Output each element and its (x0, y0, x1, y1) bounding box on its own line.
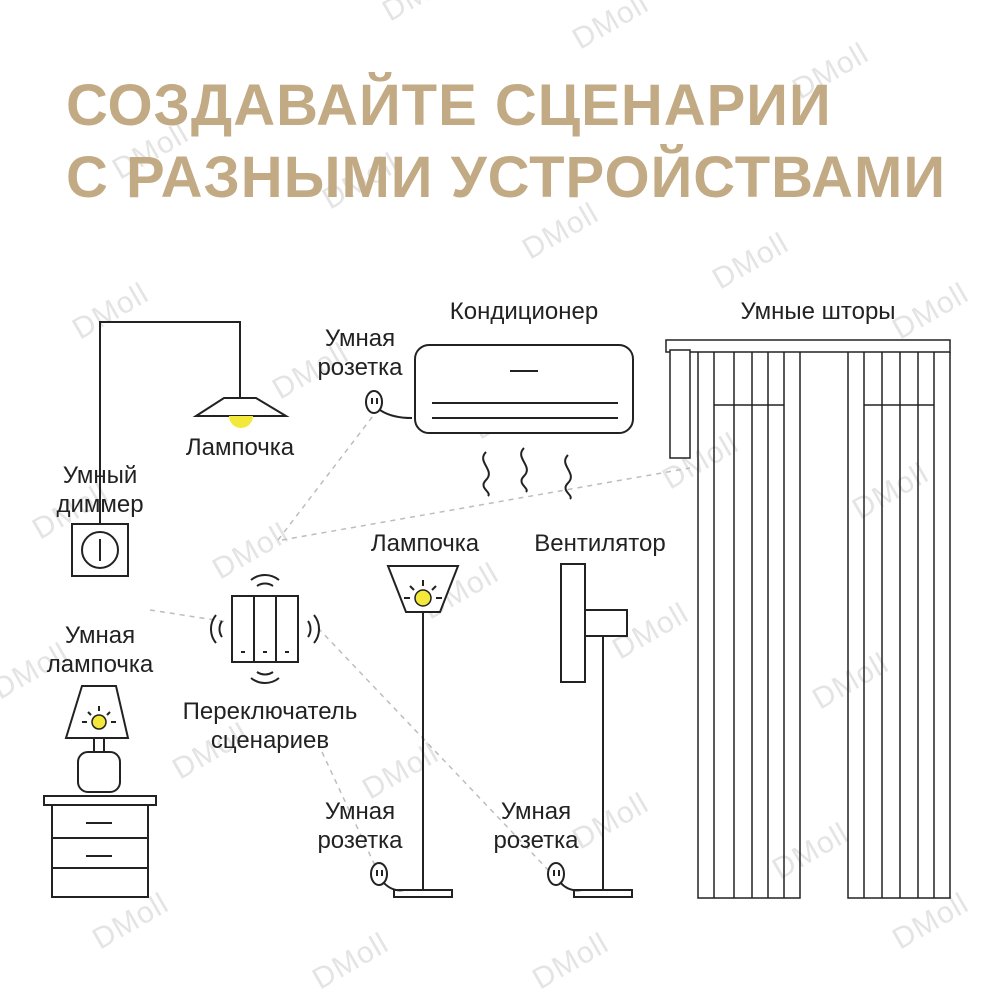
watermark: DMoll (847, 457, 934, 526)
air-conditioner-icon (415, 345, 633, 499)
smart-bulb-label-line-2: лампочка (20, 650, 180, 679)
dimmer-label-line-2: диммер (30, 490, 170, 519)
watermark: DMoll (527, 927, 614, 996)
dimmer-label: Умный диммер (30, 461, 170, 519)
ac-socket-icon (366, 391, 412, 418)
air-conditioner-label: Кондиционер (414, 297, 634, 326)
fan-socket-label-line-2: розетка (466, 826, 606, 855)
floor-lamp-socket-label: Умная розетка (290, 797, 430, 855)
scene-switch-label-line-2: сценариев (160, 726, 380, 755)
fan-socket-label: Умная розетка (466, 797, 606, 855)
floor-lamp-bulb-icon (415, 590, 431, 606)
watermark: DMoll (207, 517, 294, 586)
watermark: DMoll (567, 0, 654, 56)
bedside-bulb-icon (92, 715, 106, 729)
smart-bulb-label: Умная лампочка (20, 621, 180, 679)
watermark: DMoll (307, 927, 394, 996)
floor-lamp-socket-icon (371, 863, 404, 890)
scene-switch-label-line-1: Переключатель (160, 697, 380, 726)
smart-bulb-label-line-1: Умная (20, 621, 180, 650)
fan-socket-icon (548, 863, 582, 890)
watermark: DMoll (807, 647, 894, 716)
fan-label: Вентилятор (515, 529, 685, 558)
scene-switch-icon (211, 575, 319, 683)
pendant-lamp-label: Лампочка (160, 433, 320, 462)
watermark: DMoll (377, 0, 464, 28)
watermark: DMoll (707, 227, 794, 296)
title-line-1: СОЗДАВАЙТЕ СЦЕНАРИИ (66, 70, 946, 142)
fan-socket-label-line-1: Умная (466, 797, 606, 826)
connector-ac-socket (278, 412, 376, 540)
watermark: DMoll (767, 817, 854, 886)
page-title: СОЗДАВАЙТЕ СЦЕНАРИИ С РАЗНЫМИ УСТРОЙСТВА… (66, 70, 946, 214)
floor-lamp-label: Лампочка (345, 529, 505, 558)
watermark: DMoll (67, 277, 154, 346)
curtains-icon (666, 340, 950, 898)
scene-switch-label: Переключатель сценариев (160, 697, 380, 755)
bedside-lamp-icon (66, 686, 128, 792)
curtains-label: Умные шторы (700, 297, 936, 326)
title-line-2: С РАЗНЫМИ УСТРОЙСТВАМИ (66, 142, 946, 214)
floor-lamp-socket-label-line-1: Умная (290, 797, 430, 826)
dimmer-label-line-1: Умный (30, 461, 170, 490)
dimmer-icon (72, 524, 128, 576)
ac-socket-label-line-2: розетка (290, 353, 430, 382)
ac-socket-label-line-1: Умная (290, 324, 430, 353)
pendant-bulb-icon (229, 416, 253, 428)
nightstand-icon (44, 796, 156, 897)
ac-socket-label: Умная розетка (290, 324, 430, 382)
floor-lamp-socket-label-line-2: розетка (290, 826, 430, 855)
